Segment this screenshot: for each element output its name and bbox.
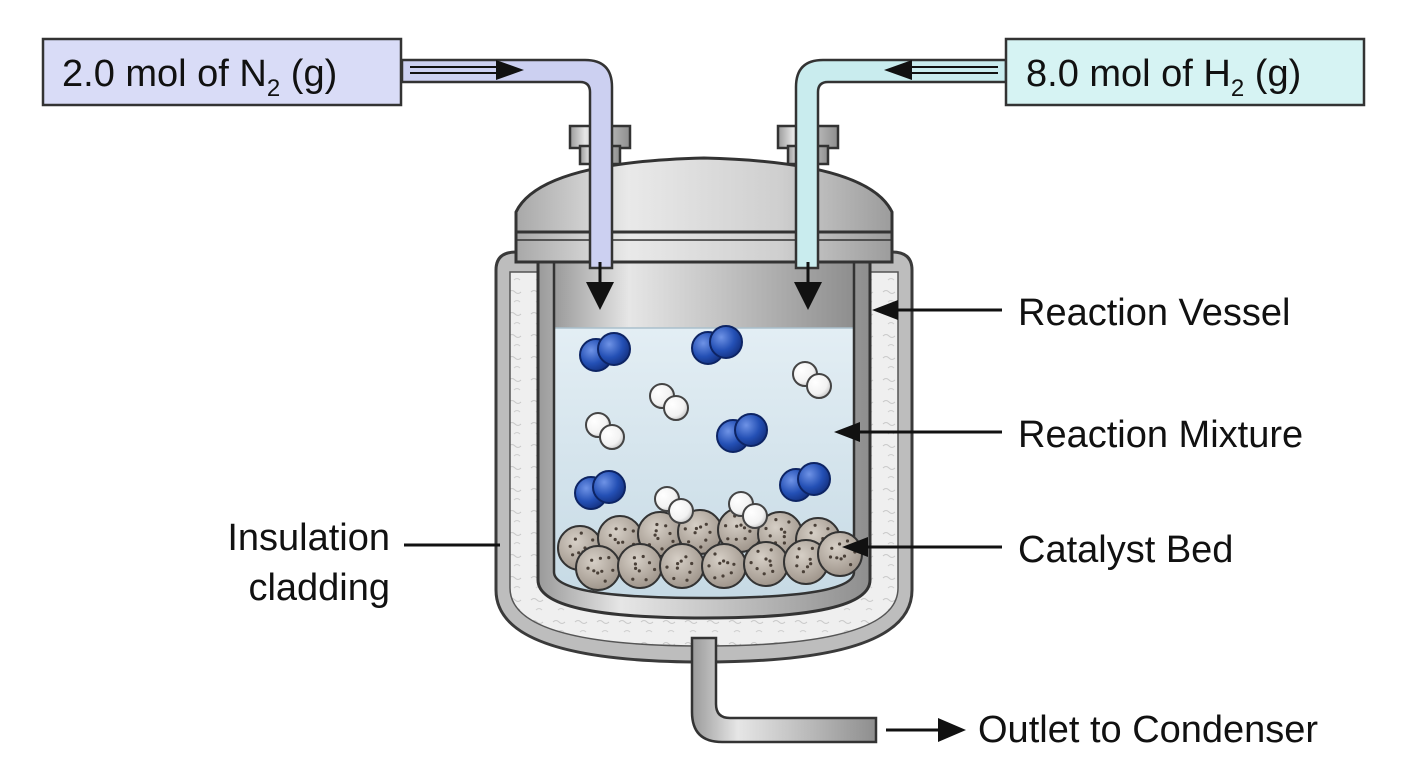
nitrogen-atom xyxy=(592,470,626,504)
h2-input-box: 8.0 mol of H2 (g) xyxy=(1004,37,1366,107)
nitrogen-atom xyxy=(709,325,743,359)
n2-molecule xyxy=(691,325,743,365)
n2-input-label: 2.0 mol of N xyxy=(62,53,267,95)
catalyst-bed-leader xyxy=(842,537,1002,557)
svg-text:2.0 mol of N2 (g): 2.0 mol of N2 (g) xyxy=(62,53,337,102)
n2-molecule xyxy=(574,470,626,510)
n2-molecule xyxy=(716,413,768,453)
n2-inlet-pipe xyxy=(400,58,614,270)
reaction-mixture-leader xyxy=(834,422,1002,442)
n2-inject-arrow xyxy=(586,262,614,310)
lid-flange xyxy=(514,230,894,264)
catalyst-pellet xyxy=(817,531,863,577)
h2-input-label: 8.0 mol of H xyxy=(1026,53,1231,95)
n2-molecule xyxy=(779,462,831,502)
h2-subscript: 2 xyxy=(1231,75,1244,102)
n2-phase: (g) xyxy=(280,53,337,95)
h2-inlet-pipe xyxy=(794,58,1008,270)
h2-molecule xyxy=(654,486,694,524)
molecules xyxy=(574,325,832,529)
catalyst-pellet xyxy=(617,543,663,589)
n2-flow-arrow xyxy=(410,60,524,80)
h2-molecule xyxy=(728,491,768,529)
outlet-pipe xyxy=(690,636,878,744)
h2-inject-arrow xyxy=(794,262,822,310)
svg-text:8.0 mol of H2 (g): 8.0 mol of H2 (g) xyxy=(1026,53,1301,102)
hydrogen-atom xyxy=(663,395,689,421)
n2-subscript: 2 xyxy=(267,75,280,102)
reaction-mixture-label: Reaction Mixture xyxy=(1018,414,1303,456)
catalyst-pellet xyxy=(743,541,789,587)
n2-molecule xyxy=(579,332,631,372)
vessel-lid xyxy=(514,156,894,234)
hydrogen-atom xyxy=(599,424,625,450)
h2-molecule xyxy=(792,361,832,399)
reaction-vessel-label: Reaction Vessel xyxy=(1018,292,1291,334)
outlet-label: Outlet to Condenser xyxy=(978,709,1318,751)
h2-flow-arrow xyxy=(884,60,998,80)
catalyst-bed xyxy=(557,507,863,591)
nitrogen-atom xyxy=(597,332,631,366)
n2-input-box: 2.0 mol of N2 (g) xyxy=(41,37,403,107)
hydrogen-atom xyxy=(742,503,768,529)
hydrogen-atom xyxy=(806,373,832,399)
insulation-label-line1: Insulation xyxy=(227,517,390,559)
outlet-arrow xyxy=(886,718,966,742)
nitrogen-atom xyxy=(734,413,768,447)
nitrogen-atom xyxy=(797,462,831,496)
h2-molecule xyxy=(649,383,689,421)
hydrogen-atom xyxy=(668,498,694,524)
catalyst-pellet xyxy=(701,543,747,589)
reaction-vessel-leader xyxy=(872,300,1002,320)
h2-phase: (g) xyxy=(1244,53,1301,95)
catalyst-pellet xyxy=(575,545,621,591)
h2-molecule xyxy=(585,412,625,450)
insulation-label-line2: cladding xyxy=(248,567,390,609)
catalyst-bed-label: Catalyst Bed xyxy=(1018,529,1233,571)
catalyst-pellet xyxy=(659,543,705,589)
